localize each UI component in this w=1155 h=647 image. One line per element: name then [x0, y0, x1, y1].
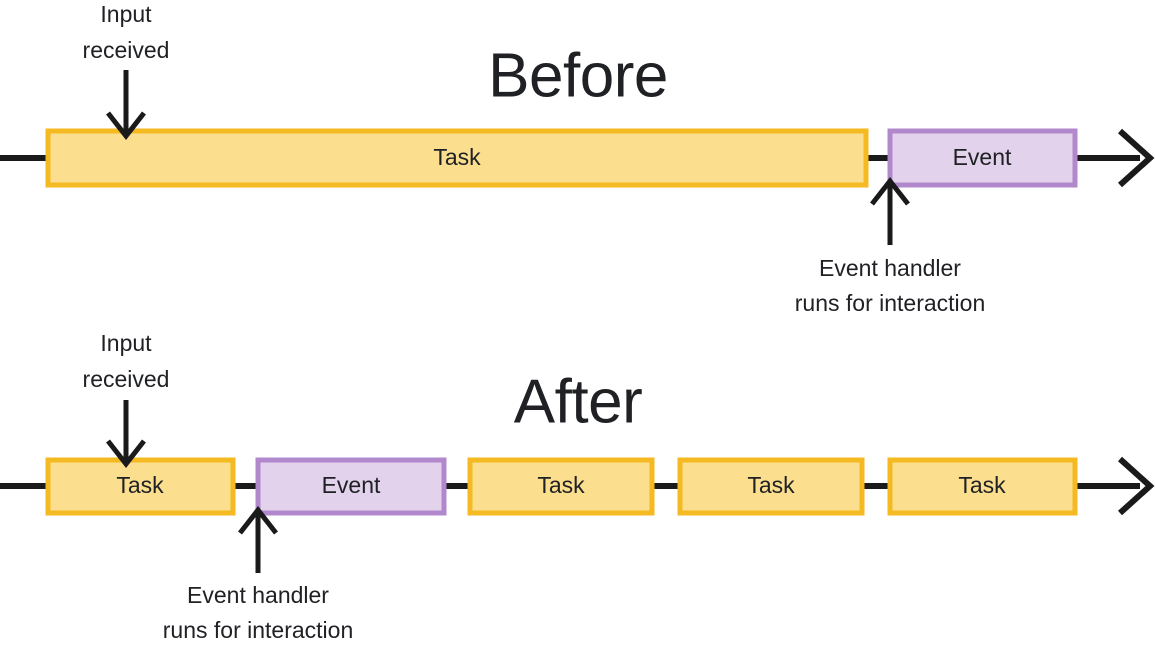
- after-task-label-2: Task: [537, 472, 585, 498]
- section-before: Before Task Event Input received Event h…: [0, 1, 1155, 316]
- before-input-label-line2: received: [83, 37, 170, 63]
- before-input-arrow-head: [106, 111, 146, 141]
- after-task-block-1[interactable]: [45, 457, 236, 516]
- after-handler-arrow-head: [238, 505, 278, 535]
- section-title-after: After: [514, 367, 642, 436]
- after-event-label: Event: [322, 472, 381, 498]
- after-input-label-line1: Input: [100, 330, 152, 356]
- before-input-label-line1: Input: [100, 1, 152, 27]
- before-handler-arrow-head: [870, 176, 910, 206]
- before-task-label: Task: [433, 144, 481, 170]
- after-task-block-4[interactable]: [887, 457, 1078, 516]
- before-event-block[interactable]: [887, 128, 1078, 188]
- after-task-label-3: Task: [747, 472, 795, 498]
- timeline-arrowhead-after: [1117, 456, 1155, 516]
- before-handler-label-line2: runs for interaction: [795, 290, 985, 316]
- after-task-block-3[interactable]: [677, 457, 865, 516]
- after-handler-label-line1: Event handler: [187, 582, 329, 608]
- before-task-block[interactable]: [45, 128, 869, 188]
- section-title-before: Before: [488, 41, 668, 110]
- before-event-label: Event: [953, 144, 1012, 170]
- after-event-block[interactable]: [255, 457, 447, 516]
- after-task-block-2[interactable]: [467, 457, 655, 516]
- after-input-label-line2: received: [83, 366, 170, 392]
- after-handler-label-line2: runs for interaction: [163, 617, 353, 643]
- after-task-label-4: Task: [958, 472, 1006, 498]
- section-after: After Task Event Task Task Task: [0, 330, 1155, 643]
- before-handler-label-line1: Event handler: [819, 255, 961, 281]
- timeline-arrowhead-before: [1117, 128, 1155, 188]
- after-task-label-1: Task: [116, 472, 164, 498]
- after-input-arrow-head: [106, 439, 146, 469]
